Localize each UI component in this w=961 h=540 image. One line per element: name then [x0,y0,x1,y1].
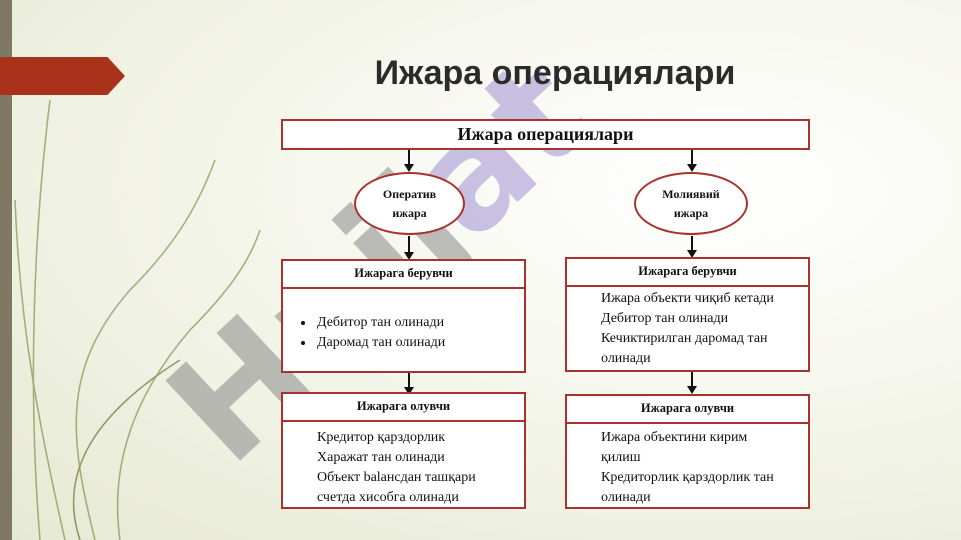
arrow-root-right [687,150,697,172]
list-item: Кредиторлик қарздорлик тан [601,470,774,485]
left-lessee-panel: Ижарага олувчи Кредитор қарздорлик Хараж… [281,392,526,509]
left-lessee-header: Ижарага олувчи [283,394,524,422]
arrow-right-lessor [687,372,697,394]
list-item: Кечиктирилган даромад тан [601,331,768,346]
list-item: Ижара объекти чиқиб кетади [601,291,774,306]
list-item: Кредитор қарздорлик [317,430,446,445]
finance-lease-node: Молиявий ижара [634,172,748,235]
list-item: Харажат тан олинади [317,450,445,465]
slide-title: Ижара операциялари [374,54,736,92]
arrow-right-type [687,236,697,258]
arrow-left-lessor [404,373,414,395]
operating-lease-node: Оператив ижара [354,172,465,235]
left-lessor-list: Дебитор тан олинади Даромад тан олинади [283,313,524,353]
list-item: Дебитор тан олинади [315,313,524,333]
list-item: Ижара объектини кирим [601,430,748,445]
right-lessor-body: Ижара объекти чиқиб кетади Дебитор тан о… [567,287,808,370]
list-item: Даромад тан олинади [315,333,524,353]
left-side-bar [0,0,12,540]
right-lessee-body: Ижара объектини кирим қилиш Кредиторлик … [567,424,808,507]
arrow-root-left [404,150,414,172]
arrow-left-type [404,236,414,260]
left-lessee-body: Кредитор қарздорлик Харажат тан олинади … [283,422,524,507]
right-lessee-panel: Ижарага олувчи Ижара объектини кирим қил… [565,394,810,509]
right-lessor-header: Ижарага берувчи [567,259,808,287]
list-item: олинади [601,490,651,505]
title-accent-arrow [0,57,125,95]
list-item: счетда хисобга олинади [317,490,459,505]
list-item: Объект balансдан ташқари [317,470,476,485]
root-box: Ижара операциялари [281,119,810,150]
left-lessor-panel: Ижарага берувчи Дебитор тан олинади Даро… [281,259,526,373]
right-lessee-header: Ижарага олувчи [567,396,808,424]
right-lessor-panel: Ижарага берувчи Ижара объекти чиқиб кета… [565,257,810,372]
finance-lease-label: Молиявий ижара [662,186,720,220]
list-item: Дебитор тан олинади [601,311,729,326]
list-item: қилиш [601,450,641,465]
operating-lease-label: Оператив ижара [382,186,437,220]
list-item: олинади [601,351,651,366]
left-lessor-body: Дебитор тан олинади Даромад тан олинади [283,289,524,371]
left-lessor-header: Ижарага берувчи [283,261,524,289]
